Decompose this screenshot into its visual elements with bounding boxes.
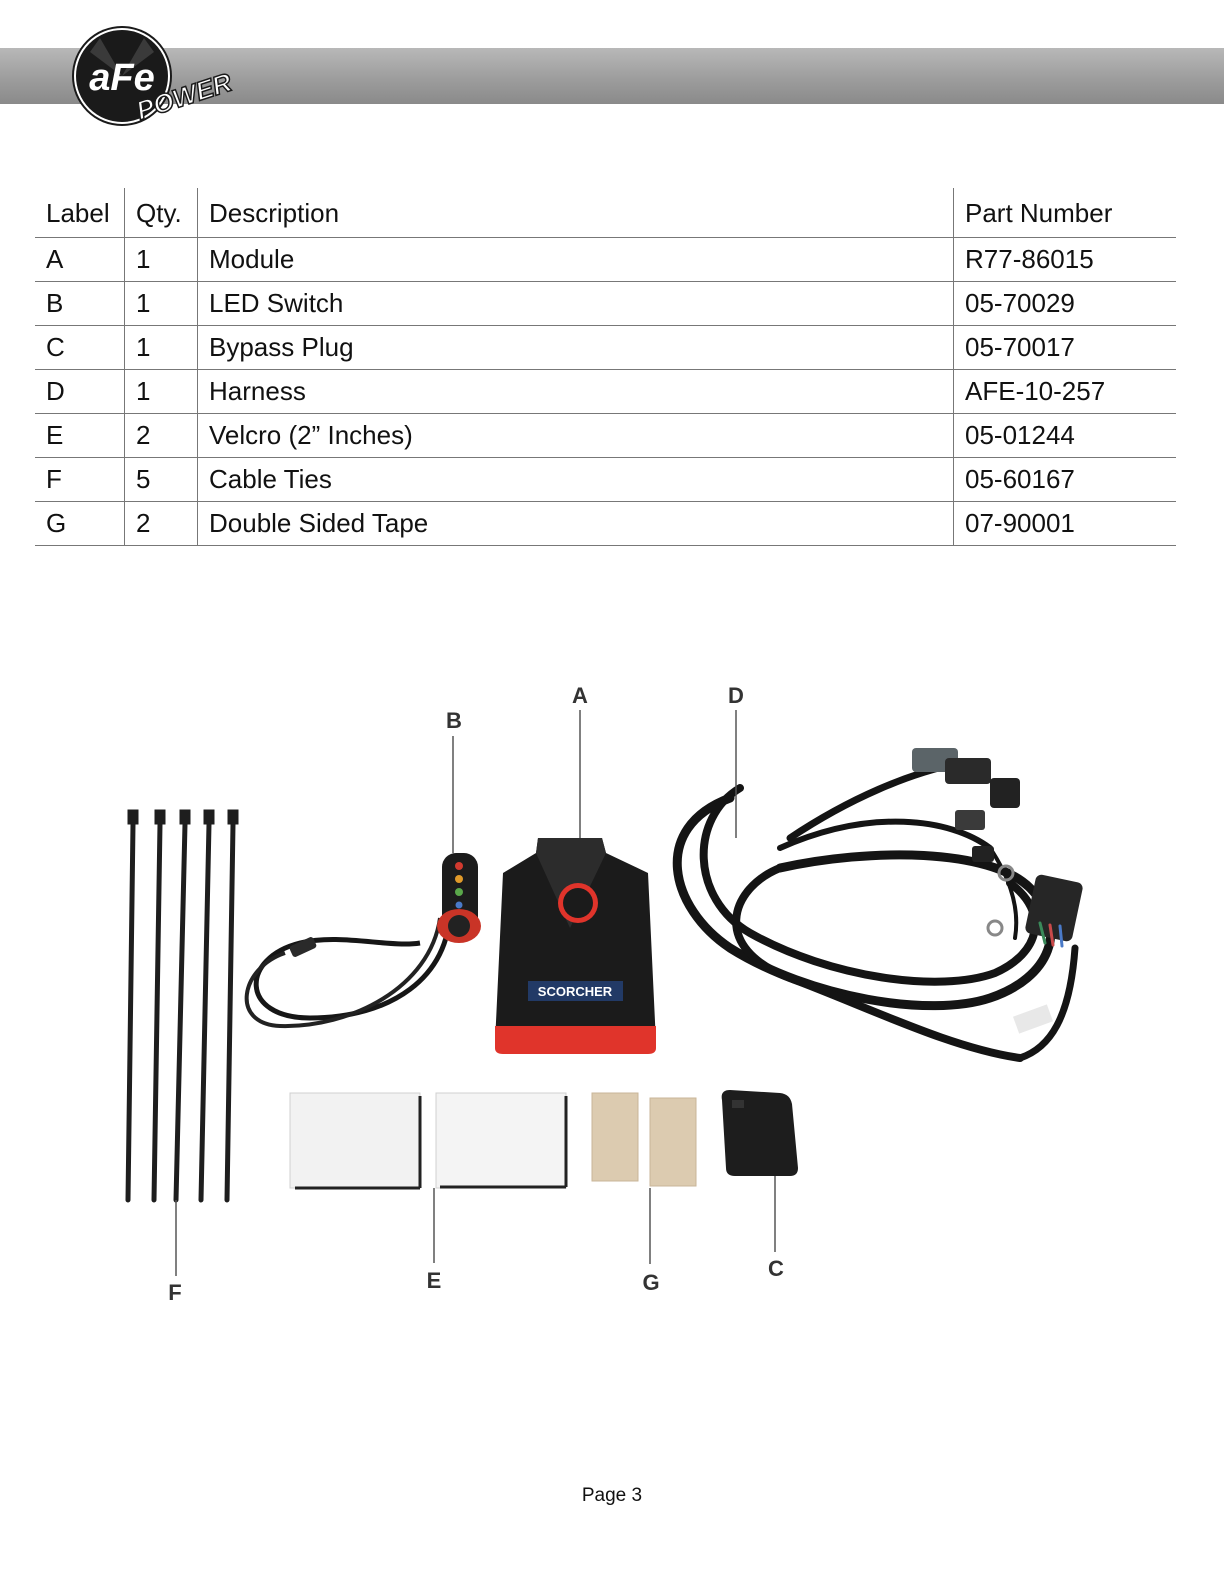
module-red-base: [495, 1026, 656, 1054]
cell-label: E: [35, 413, 125, 458]
ring-terminal-icon: [997, 864, 1015, 882]
page-number: Page 3: [581, 1485, 643, 1506]
cell-qty: 1: [124, 325, 198, 370]
cell-description: Bypass Plug: [197, 325, 954, 370]
harness-label-tag: [1013, 1004, 1053, 1034]
callout-c: C: [768, 1256, 784, 1281]
table-row: E 2 Velcro (2” Inches) 05-01244: [35, 413, 1176, 458]
wiring-harness: [672, 748, 1083, 1062]
cell-description: Double Sided Tape: [197, 501, 954, 546]
callout-lines: [175, 710, 776, 1276]
cell-label: B: [35, 281, 125, 326]
cell-description: Cable Ties: [197, 457, 954, 502]
cell-qty: 1: [124, 237, 198, 282]
led-blue-icon: [455, 901, 463, 909]
kit-contents-photo: SCORCHER: [90, 548, 1124, 1308]
cell-part-number: 05-70017: [953, 325, 1176, 370]
table-row: G 2 Double Sided Tape 07-90001: [35, 501, 1176, 546]
cell-part-number: 05-60167: [953, 457, 1176, 502]
cell-label: F: [35, 457, 125, 502]
header-bar: [0, 48, 1224, 104]
cell-description: LED Switch: [197, 281, 954, 326]
led-red-icon: [455, 862, 463, 870]
module-badge-text: SCORCHER: [538, 984, 613, 999]
cell-description: Velcro (2” Inches): [197, 413, 954, 458]
led-switch: [244, 853, 481, 1029]
header-description: Description: [197, 188, 954, 238]
velcro-squares: [289, 1092, 568, 1190]
led-green-icon: [455, 888, 463, 896]
bypass-plug: [721, 1090, 798, 1176]
cell-part-number: 07-90001: [953, 501, 1176, 546]
cell-label: G: [35, 501, 125, 546]
callout-e: E: [427, 1268, 442, 1293]
table-row: B 1 LED Switch 05-70029: [35, 281, 1176, 326]
cell-qty: 2: [124, 501, 198, 546]
cell-qty: 1: [124, 369, 198, 414]
table-row: A 1 Module R77-86015: [35, 237, 1176, 282]
table-row: F 5 Cable Ties 05-60167: [35, 457, 1176, 502]
cell-label: C: [35, 325, 125, 370]
double-sided-tape: [591, 1092, 697, 1187]
cell-part-number: R77-86015: [953, 237, 1176, 282]
callout-g: G: [642, 1270, 659, 1295]
header-label: Label: [35, 188, 125, 238]
cell-label: D: [35, 369, 125, 414]
header-qty: Qty.: [124, 188, 198, 238]
ring-terminal-icon: [986, 919, 1004, 937]
callout-d: D: [728, 683, 744, 708]
cable-ties: [125, 809, 239, 1203]
callout-b: B: [446, 708, 462, 733]
table-row: D 1 Harness AFE-10-257: [35, 369, 1176, 414]
cell-part-number: AFE-10-257: [953, 369, 1176, 414]
connector-black: [945, 758, 991, 784]
table-row: C 1 Bypass Plug 05-70017: [35, 325, 1176, 370]
cell-part-number: 05-70029: [953, 281, 1176, 326]
cell-part-number: 05-01244: [953, 413, 1176, 458]
callout-f: F: [168, 1280, 181, 1305]
logo-mark-text: aFe: [89, 57, 154, 99]
cell-label: A: [35, 237, 125, 282]
cell-qty: 1: [124, 281, 198, 326]
header-part-number: Part Number: [953, 188, 1176, 238]
table-header-row: Label Qty. Description Part Number: [35, 188, 1176, 238]
scorcher-module: SCORCHER: [495, 838, 656, 1054]
afe-power-logo: aFe POWER: [72, 26, 236, 126]
cell-qty: 5: [124, 457, 198, 502]
callout-a: A: [572, 683, 588, 708]
switch-button-icon: [448, 915, 470, 937]
cell-description: Harness: [197, 369, 954, 414]
cell-description: Module: [197, 237, 954, 282]
parts-table: Label Qty. Description Part Number A 1 M…: [35, 188, 1176, 546]
led-amber-icon: [455, 875, 463, 883]
cell-qty: 2: [124, 413, 198, 458]
